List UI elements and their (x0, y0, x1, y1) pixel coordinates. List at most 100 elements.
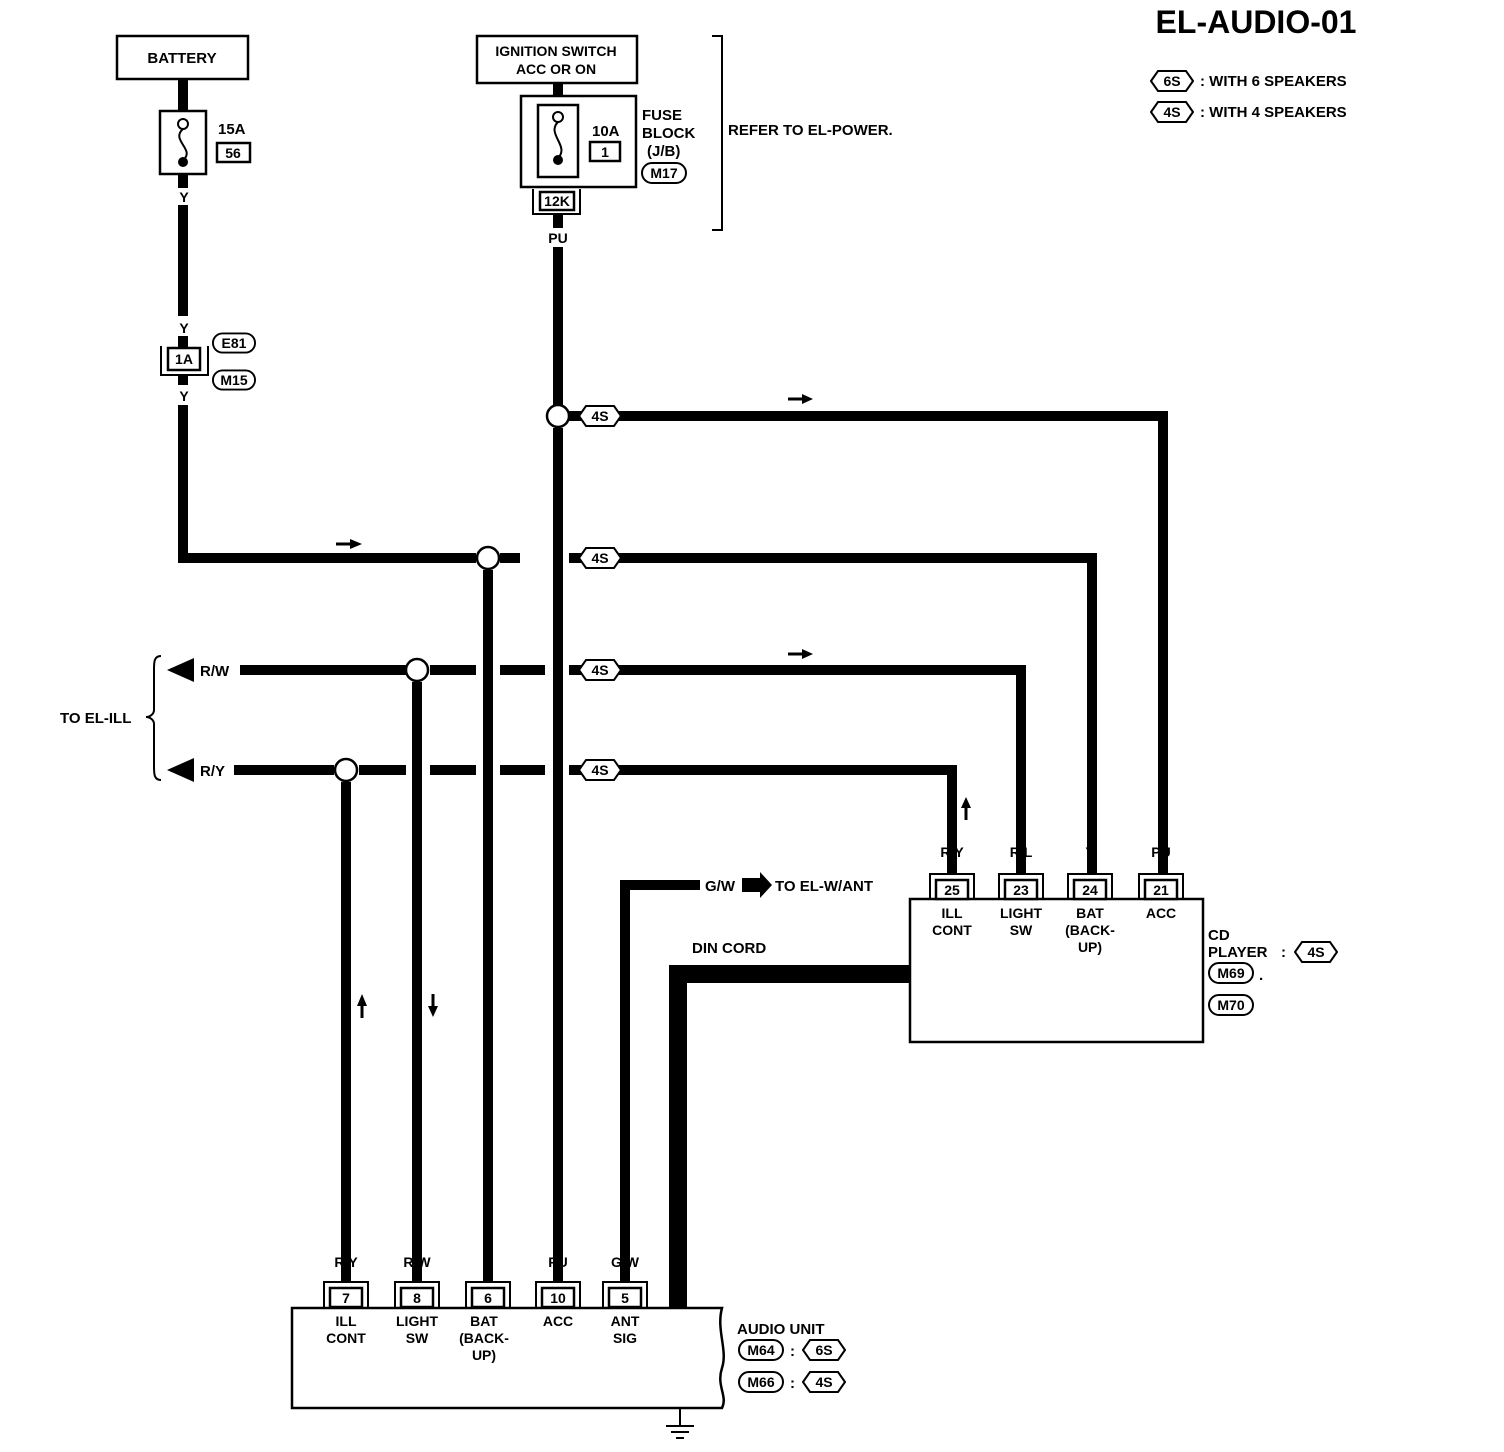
battery-fuse-number-box (215, 141, 252, 164)
fuse-block-line3: (J/B) (647, 143, 680, 160)
cd-pin-23-l2: SW (1010, 922, 1033, 938)
audio-pin-6-l3: UP) (472, 1347, 496, 1363)
joint-connector: 1A E81 M15 (160, 332, 256, 391)
audio-pin-7-l1: ILL (336, 1313, 357, 1329)
arrow-up-icon (961, 797, 971, 820)
cd-pin-24-l2: (BACK- (1065, 922, 1115, 938)
option-tag-rw: 4S (591, 662, 608, 678)
cd-player-dot: . (1259, 967, 1263, 984)
audio-pin-7-no: 7 (342, 1290, 350, 1306)
cd-player-name-l2: PLAYER (1208, 944, 1268, 961)
audio-pin-8-wire: R/W (403, 1254, 431, 1270)
legend-4s: 4S : WITH 4 SPEAKERS (1150, 101, 1347, 123)
audio-pin-8-l2: SW (406, 1330, 429, 1346)
audio-unit-name: AUDIO UNIT (737, 1321, 825, 1338)
cd-pin-21-wire: PU (1151, 844, 1170, 860)
cd-pin-23: R/L 23 LIGHT SW (998, 844, 1044, 938)
joint-wire-top: Y (179, 320, 189, 336)
ignition-switch-box (475, 34, 639, 85)
cd-player-box (908, 897, 1205, 1044)
audio-unit-box (290, 1306, 725, 1410)
audio-unit-tag1: 6S (815, 1342, 832, 1358)
antenna-section: G/W TO EL-W/ANT (705, 872, 873, 898)
audio-unit-tag2: 4S (815, 1374, 832, 1390)
antenna-label: TO EL-W/ANT (775, 878, 873, 895)
fuse-block-line2: BLOCK (642, 125, 695, 142)
fuse-block-line1: FUSE (642, 107, 682, 124)
to-ill-bracket (145, 655, 162, 781)
battery-fuse-number: 56 (225, 145, 241, 161)
legend-4s-text: : WITH 4 SPEAKERS (1200, 104, 1347, 121)
splice-rw (404, 657, 430, 683)
ignition-line2: ACC OR ON (516, 61, 596, 77)
cd-pin-21-l1: ACC (1146, 905, 1176, 921)
arrow-left-icon (167, 658, 194, 682)
cd-pin-23-no: 23 (1013, 882, 1029, 898)
audio-unit-conn2: M66 (747, 1374, 774, 1390)
fuse-block-connector: M17 (650, 165, 677, 181)
audio-pin-5-l1: ANT (611, 1313, 640, 1329)
cd-player-conn1: M69 (1217, 965, 1244, 981)
audio-pin-10: PU 10 ACC (535, 1254, 581, 1329)
splice-pu (545, 403, 571, 429)
splices (333, 403, 571, 783)
to-el-ill: R/W R/Y TO EL-ILL (60, 655, 230, 782)
ignition-fuse-number: 1 (601, 144, 609, 160)
cd-pin-25-wire: R/Y (940, 844, 964, 860)
audio-unit-conn1: M64 (747, 1342, 774, 1358)
wires (178, 247, 1168, 1308)
audio-pin-5-l2: SIG (613, 1330, 637, 1346)
cd-pin-24-l1: BAT (1076, 905, 1104, 921)
cd-pin-25: R/Y 25 ILL CONT (929, 844, 975, 938)
arrow-right-icon (336, 539, 362, 549)
battery-section: BATTERY 15A 56 Y (115, 34, 252, 205)
cd-pin-24: Y 24 BAT (BACK- UP) (1065, 844, 1115, 955)
cd-pin-25-l2: CONT (932, 922, 972, 938)
splice-y (475, 545, 501, 571)
audio-pin-5: G/W 5 ANT SIG (602, 1254, 648, 1346)
audio-pin-6: Y 6 BAT (BACK- UP) (459, 1254, 511, 1363)
cd-pin-23-wire: R/L (1010, 844, 1033, 860)
cd-player-name-l1: CD (1208, 927, 1230, 944)
joint-conn-bottom: M15 (220, 372, 247, 388)
legend-6s-tag: 6S (1163, 73, 1180, 89)
ignition-section: IGNITION SWITCH ACC OR ON 10A 1 FUSE BLO… (475, 34, 893, 246)
option-tag-y: 4S (591, 550, 608, 566)
fuse-block-terminal: 12K (544, 193, 570, 209)
page-title: EL-AUDIO-01 (1156, 4, 1357, 40)
battery-wire-color: Y (179, 189, 189, 205)
arrow-left-icon (167, 758, 194, 782)
audio-unit-colon2: : (790, 1375, 795, 1392)
option-tag-pu: 4S (591, 408, 608, 424)
refer-bracket (712, 35, 723, 231)
joint-terminal-box (166, 346, 202, 372)
ignition-fuse-number-box (588, 140, 622, 163)
legend-6s: 6S : WITH 6 SPEAKERS (1150, 70, 1347, 92)
refer-text: REFER TO EL-POWER. (728, 122, 893, 139)
cd-pin-25-no: 25 (944, 882, 960, 898)
din-cord-label: DIN CORD (692, 940, 766, 957)
arrow-right-icon (742, 872, 772, 898)
audio-pin-7-l2: CONT (326, 1330, 366, 1346)
option-tags: 4S 4S 4S 4S (578, 405, 622, 781)
audio-pin-10-l1: ACC (543, 1313, 573, 1329)
joint-conn-top: E81 (222, 335, 247, 351)
to-ill-label: TO EL-ILL (60, 710, 131, 727)
splice-ry (333, 757, 359, 783)
cd-player-tag: 4S (1307, 944, 1324, 960)
cd-pin-24-wire: Y (1085, 844, 1095, 860)
battery-label: BATTERY (147, 50, 216, 67)
cd-pin-21: PU 21 ACC (1138, 844, 1184, 921)
audio-pin-6-no: 6 (484, 1290, 492, 1306)
audio-pin-6-l1: BAT (470, 1313, 498, 1329)
cd-player: R/Y 25 ILL CONT R/L 23 LIGHT SW Y 24 BAT… (908, 844, 1338, 1044)
audio-pin-7-wire: R/Y (334, 1254, 358, 1270)
audio-pin-6-l2: (BACK- (459, 1330, 509, 1346)
audio-pin-5-wire: G/W (611, 1254, 640, 1270)
cd-pin-24-l3: UP) (1078, 939, 1102, 955)
audio-unit: R/Y 7 ILL CONT R/W 8 LIGHT SW Y 6 BAT (B… (290, 1254, 846, 1439)
joint-wire-bottom: Y (179, 388, 189, 404)
audio-pin-8: R/W 8 LIGHT SW (394, 1254, 440, 1346)
arrow-down-icon (428, 994, 438, 1017)
